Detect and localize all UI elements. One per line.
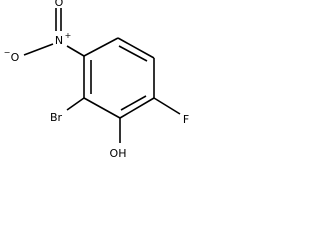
charge-label-nitro-o: − xyxy=(4,48,11,57)
ring-bond-c5-c6 xyxy=(83,97,121,119)
ring-inner-double-bottom xyxy=(120,95,147,111)
atom-label-bromo: Br xyxy=(50,111,63,124)
atom-label-nitro-o-minus: O xyxy=(11,51,20,64)
bond-ring-nitro xyxy=(66,45,85,57)
bond-n-o-single xyxy=(23,43,54,56)
structure-diagram: N + O O − Br OH F xyxy=(4,0,190,160)
bond-ring-fluoro xyxy=(153,97,181,115)
bond-ring-bromo xyxy=(66,97,85,111)
ring-bond-c2-c3 xyxy=(117,37,155,59)
ring-bond-c4-c5 xyxy=(119,97,155,119)
atom-label-nitro-o-top: O xyxy=(55,0,64,9)
atom-label-fluoro: F xyxy=(183,113,189,126)
atom-label-nitro-n: N xyxy=(55,34,63,47)
ring-bonds xyxy=(83,37,155,119)
ring-inner-double-top xyxy=(118,45,148,62)
ring-bond-c1-c2 xyxy=(83,37,119,57)
atom-label-hydroxyl: OH xyxy=(110,147,127,160)
atom-labels: N + O O − Br OH F xyxy=(4,0,190,160)
charge-label-nitro-n: + xyxy=(65,31,72,40)
substituent-bonds xyxy=(23,8,181,143)
